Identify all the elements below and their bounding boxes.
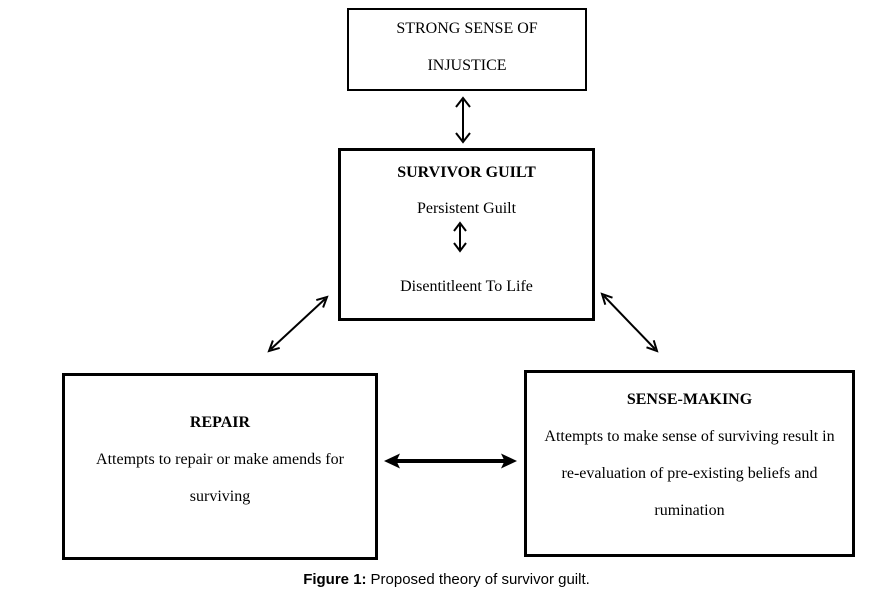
repair-box: REPAIR Attempts to repair or make amends…: [62, 373, 378, 560]
figure-caption-label: Figure 1:: [303, 571, 367, 588]
repair-line-1: Attempts to repair or make amends for: [96, 451, 344, 468]
injustice-line-1: STRONG SENSE OF: [396, 20, 538, 37]
guilt-repair-arrow: [267, 295, 329, 353]
sense-making-line-2: re-evaluation of pre-existing beliefs an…: [561, 465, 818, 482]
repair-title: REPAIR: [189, 414, 251, 431]
guilt-sensemaking-arrow: [600, 292, 659, 353]
sense-making-line-3: rumination: [654, 502, 725, 519]
disentitlement-label: Disentitleent To Life: [400, 278, 533, 295]
sense-making-box: SENSE-MAKING Attempts to make sense of s…: [524, 370, 855, 557]
injustice-line-2: INJUSTICE: [427, 57, 507, 74]
survivor-guilt-title: SURVIVOR GUILT: [397, 164, 536, 181]
sense-making-line-1: Attempts to make sense of surviving resu…: [544, 428, 835, 445]
figure-caption-text: Proposed theory of survivor guilt.: [370, 571, 590, 588]
repair-sensemaking-arrow: [384, 453, 517, 469]
repair-line-2: surviving: [189, 488, 251, 505]
persistent-guilt-label: Persistent Guilt: [416, 200, 517, 217]
strong-sense-of-injustice-box: STRONG SENSE OF INJUSTICE: [347, 8, 587, 91]
sense-making-title: SENSE-MAKING: [626, 391, 753, 408]
figure-caption: Figure 1:Proposed theory of survivor gui…: [0, 570, 893, 590]
survivor-guilt-box: SURVIVOR GUILT Persistent Guilt Disentit…: [338, 148, 595, 321]
injustice-guilt-arrow: [455, 96, 471, 144]
